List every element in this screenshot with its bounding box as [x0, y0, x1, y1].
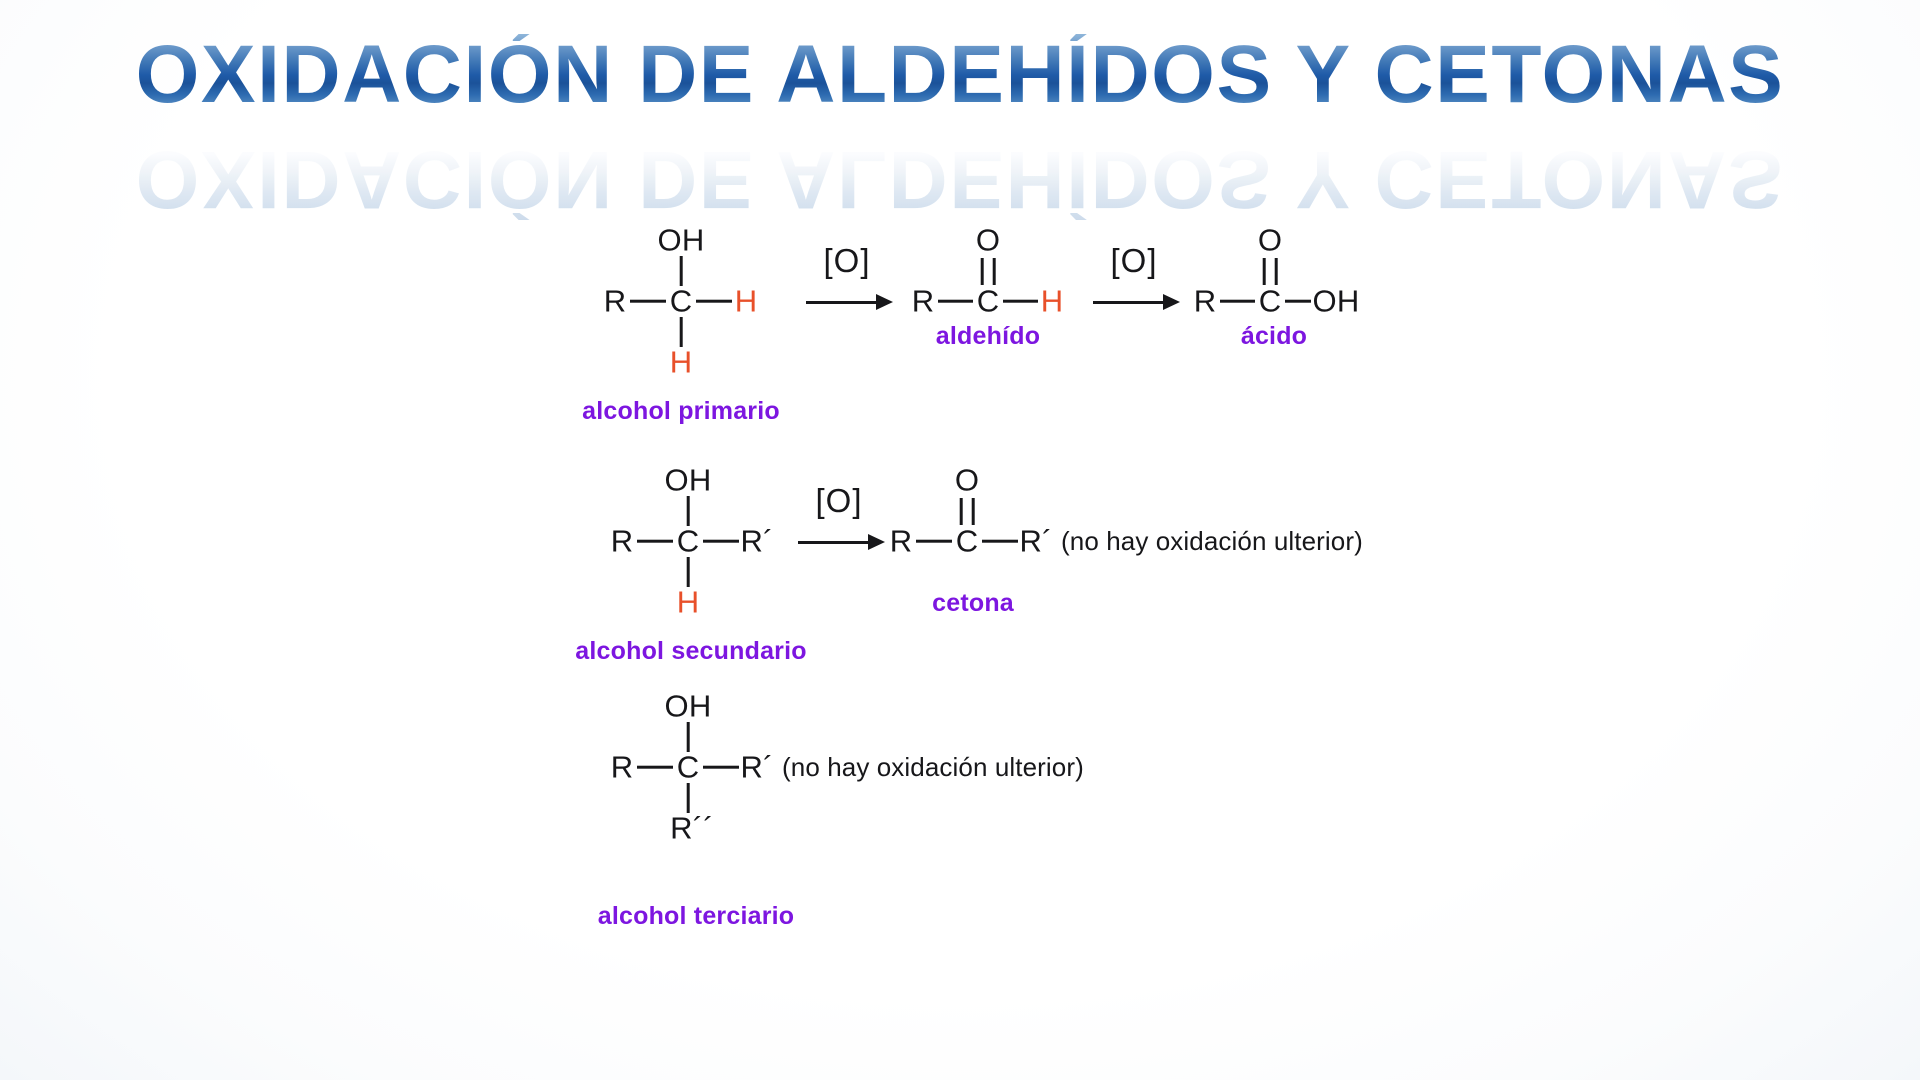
bond-c-h	[1003, 299, 1038, 303]
arrow-head-1	[876, 294, 893, 311]
bond-c-h-right	[696, 299, 732, 303]
atom-c: C	[669, 283, 693, 319]
bond-c-o-double-b	[1274, 258, 1278, 285]
atom-c: C	[955, 523, 979, 559]
arrow-head-3	[868, 534, 885, 551]
bond-c-o-double-b	[992, 258, 996, 285]
bond-r-c	[938, 299, 973, 303]
atom-c: C	[1258, 283, 1282, 319]
note-no-further-oxidation-tertiary: (no hay oxidación ulterior)	[782, 752, 1084, 782]
atom-r-prime: R´	[740, 523, 774, 559]
bond-c-oh	[686, 722, 690, 752]
reagent-oxidant-3: [O]	[815, 482, 863, 519]
bond-c-rprime	[982, 539, 1018, 543]
arrow-shaft-1	[806, 301, 878, 304]
atom-r: R	[603, 283, 627, 319]
bond-c-oh	[679, 256, 683, 286]
note-no-further-oxidation-ketone: (no hay oxidación ulterior)	[1061, 526, 1363, 556]
page-title-reflection: OXIDACIÓN DE ALDEHÍDOS Y CETONAS	[0, 134, 1920, 225]
bond-c-h-bottom	[679, 317, 683, 347]
label-alcohol-secundario: alcohol secundario	[575, 637, 807, 665]
atom-c: C	[676, 523, 700, 559]
atom-o: O	[975, 222, 1001, 258]
atom-r-double-prime: R´´	[670, 810, 714, 846]
arrow-head-2	[1163, 294, 1180, 311]
atom-h-bottom: H	[676, 584, 700, 620]
page-title: OXIDACIÓN DE ALDEHÍDOS Y CETONAS	[135, 29, 1785, 120]
atom-h-bottom: H	[669, 344, 693, 380]
atom-c: C	[676, 749, 700, 785]
slide-title-block: OXIDACIÓN DE ALDEHÍDOS Y CETONAS OXIDACI…	[0, 29, 1920, 226]
atom-r: R	[610, 749, 634, 785]
bond-r-c	[916, 539, 952, 543]
atom-oh: OH	[657, 222, 705, 258]
reagent-oxidant-2: [O]	[1110, 242, 1158, 279]
atom-h: H	[1040, 283, 1064, 319]
atom-o: O	[1257, 222, 1283, 258]
label-alcohol-terciario: alcohol terciario	[597, 902, 795, 930]
bond-c-o-double-a	[959, 498, 963, 525]
bond-c-o-double-a	[1262, 258, 1266, 285]
atom-o: O	[954, 462, 980, 498]
bond-c-h-bottom	[686, 557, 690, 587]
atom-r: R	[1193, 283, 1217, 319]
label-acido: ácido	[1240, 322, 1308, 350]
bond-c-rprime	[703, 765, 739, 769]
bond-c-oh	[686, 496, 690, 526]
atom-r-prime: R´	[740, 749, 774, 785]
atom-r: R	[610, 523, 634, 559]
atom-r-prime: R´	[1019, 523, 1053, 559]
bond-c-rdoubleprime	[686, 783, 690, 813]
arrow-shaft-2	[1093, 301, 1165, 304]
atom-r: R	[911, 283, 935, 319]
bond-r-c	[1220, 299, 1255, 303]
atom-oh: OH	[664, 688, 712, 724]
label-aldehido: aldehído	[935, 322, 1041, 350]
atom-oh: OH	[1312, 283, 1360, 319]
bond-c-o-double-a	[980, 258, 984, 285]
arrow-shaft-3	[798, 541, 870, 544]
atom-oh: OH	[664, 462, 712, 498]
label-cetona: cetona	[932, 589, 1014, 617]
reaction-diagram: OH R C H H alcohol primario [O] O	[548, 225, 1388, 976]
bond-c-oh	[1285, 299, 1311, 303]
bond-r-c	[637, 765, 673, 769]
bond-r-c	[630, 299, 666, 303]
atom-c: C	[976, 283, 1000, 319]
bond-c-rprime	[703, 539, 739, 543]
atom-h-right: H	[734, 283, 758, 319]
bond-r-c	[637, 539, 673, 543]
bond-c-o-double-b	[971, 498, 975, 525]
label-alcohol-primario: alcohol primario	[582, 397, 780, 425]
atom-r: R	[889, 523, 913, 559]
reagent-oxidant-1: [O]	[823, 242, 871, 279]
